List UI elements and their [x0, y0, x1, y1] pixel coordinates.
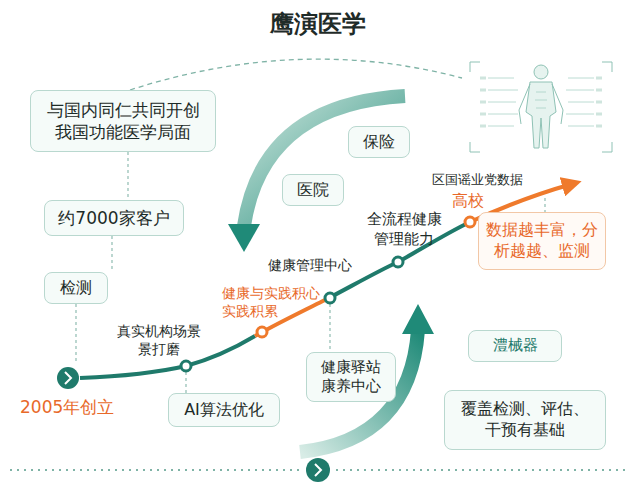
text-box: 健康驿站 康养中心 — [306, 352, 396, 402]
chevron-icon — [315, 464, 321, 476]
start-button — [57, 367, 79, 389]
box-text: AI算法优化 — [184, 400, 264, 421]
milestone-label: 全流程健康 管理能力 — [362, 210, 446, 249]
text-box: 覆盖检测、评估、 干预有基础 — [444, 390, 606, 450]
box-text: 检测 — [60, 278, 92, 299]
text-box: 保险 — [348, 126, 410, 158]
arrow-head — [228, 224, 260, 252]
milestone-label: 健康与实践积心 实践积累 — [222, 284, 326, 320]
diagram-title: 鹰演医学 — [0, 8, 636, 40]
milestone-label: 2005年创立 — [20, 396, 150, 418]
arrow-head — [402, 304, 434, 334]
milestone-label: 高校 — [452, 191, 502, 212]
cycle-arrow — [300, 330, 418, 452]
text-box: 与国内同仁共同开创 我国功能医学局面 — [30, 90, 216, 152]
next-button — [306, 458, 330, 482]
box-text: 覆盖检测、评估、 干预有基础 — [451, 399, 599, 441]
box-text: 与国内同仁共同开创 我国功能医学局面 — [37, 99, 209, 143]
cycle-arrow — [244, 96, 405, 226]
box-text: 保险 — [363, 132, 395, 153]
dashed-arc — [130, 59, 462, 90]
box-text: 健康驿站 康养中心 — [313, 358, 389, 397]
text-box: 医院 — [282, 174, 344, 206]
text-box: 澧械器 — [468, 330, 562, 362]
text-box: AI算法优化 — [168, 393, 280, 427]
milestone-label: 真实机构场景 景打磨 — [112, 322, 206, 358]
body-illustration — [470, 62, 612, 152]
text-box: 检测 — [44, 272, 108, 304]
box-text: 约7000家客户 — [58, 207, 169, 229]
text-box: 数据越丰富，分析越越、监测 — [478, 212, 606, 270]
box-text: 医院 — [297, 180, 329, 201]
box-text: 澧械器 — [493, 336, 538, 356]
chevron-icon — [65, 372, 71, 384]
text-box: 约7000家客户 — [44, 200, 184, 236]
box-text: 数据越丰富，分析越越、监测 — [486, 220, 598, 262]
milestone-label: 区国谣业党数据 — [432, 172, 542, 189]
milestone-label: 健康管理中心 — [268, 256, 368, 274]
